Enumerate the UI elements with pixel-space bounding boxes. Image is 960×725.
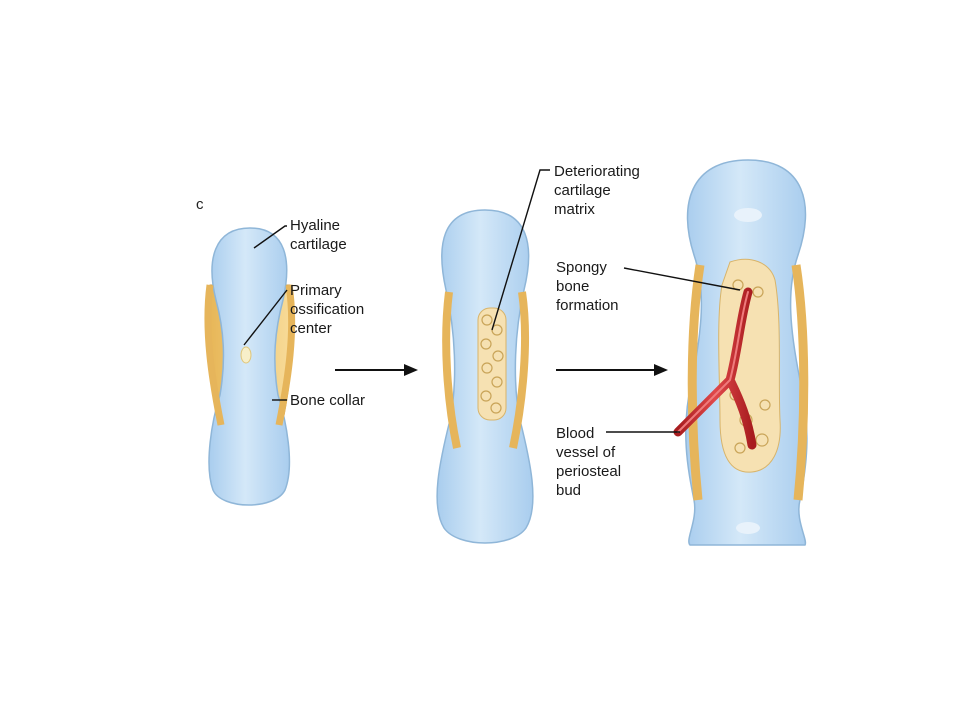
label-line: Blood xyxy=(556,425,595,442)
label-line: matrix xyxy=(554,201,595,218)
leader-hyaline xyxy=(253,225,287,249)
blood-vessel-highlight xyxy=(677,291,749,433)
label-line: ossification xyxy=(290,301,365,318)
label-bone-collar: Bone collar xyxy=(290,391,365,410)
primary-ossification-spot xyxy=(240,346,252,364)
collar-edge-left-2 xyxy=(442,291,461,449)
label-line: center xyxy=(290,320,332,337)
epiphysis-spot-bottom xyxy=(736,522,760,534)
label-line: Primary xyxy=(290,282,342,299)
arrow-1 xyxy=(335,364,418,376)
label-line: Bone collar xyxy=(290,392,366,409)
leader-lines xyxy=(243,169,741,433)
collar-edge-left-3 xyxy=(687,264,705,501)
corner-mark: c xyxy=(196,196,204,213)
epiphysis-spot-top xyxy=(734,208,762,222)
hyaline-cartilage-stage-1 xyxy=(208,227,291,506)
label-line: Hyaline xyxy=(290,217,341,234)
collar-edge-right-2 xyxy=(509,291,530,449)
leader-spongy xyxy=(623,267,741,291)
collar-edge-left-1 xyxy=(204,284,225,426)
collar-edge-right-1 xyxy=(275,284,296,426)
label-line: formation xyxy=(556,297,619,314)
arrow-2 xyxy=(556,364,668,376)
bone-stage-1 xyxy=(204,227,296,506)
label-blood-vessel-periosteal-bud: Blood vessel of periosteal bud xyxy=(556,424,621,500)
label-primary-ossification-center: Primary ossification center xyxy=(290,281,364,338)
label-line: cartilage xyxy=(554,182,611,199)
label-line: bone xyxy=(556,278,590,295)
label-hyaline-cartilage: Hyaline cartilage xyxy=(290,216,347,254)
label-line: vessel of xyxy=(556,444,616,461)
bone-stage-2 xyxy=(436,209,534,544)
label-line: bud xyxy=(556,482,582,499)
label-line: cartilage xyxy=(290,236,347,253)
label-line: periosteal xyxy=(556,463,622,480)
label-line: Spongy xyxy=(556,259,607,276)
collar-edge-right-3 xyxy=(791,264,809,501)
leader-primary xyxy=(243,289,288,346)
label-line: Deteriorating xyxy=(554,163,640,180)
spongy-bone-region xyxy=(718,258,781,473)
deteriorating-matrix-region xyxy=(477,307,507,421)
label-spongy-bone-formation: Spongy bone formation xyxy=(556,258,619,315)
leader-deteriorating xyxy=(491,169,550,331)
bone-stage-3 xyxy=(673,159,809,546)
label-deteriorating-cartilage-matrix: Deteriorating cartilage matrix xyxy=(554,162,640,219)
